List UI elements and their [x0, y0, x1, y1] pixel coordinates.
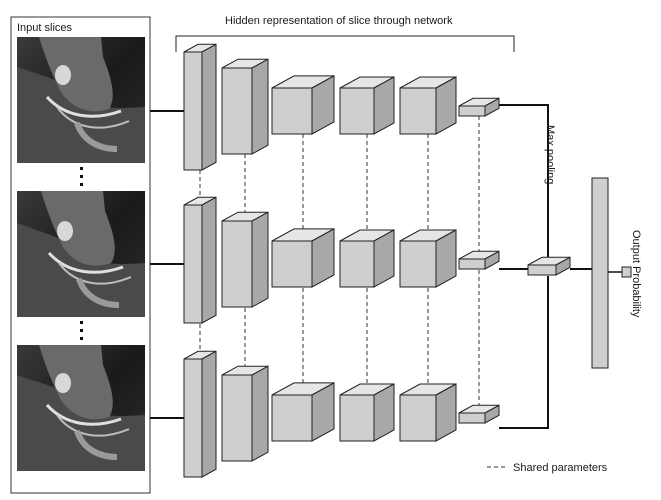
layer-row3-col6: [458, 404, 500, 424]
layer-row2-col5: [399, 229, 457, 288]
layer-row1-col1: [183, 43, 217, 171]
layer-row2-col6: [458, 250, 500, 270]
layer-row2-col2: [221, 211, 269, 308]
ellipsis-dots-1: [80, 167, 83, 186]
input-slices-label: Input slices: [17, 22, 73, 34]
layer-row1-col3: [271, 75, 335, 135]
fully-connected-layer: [591, 177, 609, 369]
layer-row3-col2: [221, 365, 269, 462]
max-pooling-label: Max pooling: [544, 125, 556, 184]
mri-slice-2: [17, 191, 145, 317]
connector-lines: [150, 104, 622, 429]
hidden-representation-label: Hidden representation of slice through n…: [225, 15, 453, 27]
layer-row3-col4: [339, 383, 395, 442]
layer-row1-col5: [399, 76, 457, 135]
pool-line-top: [499, 104, 549, 262]
mri-slice-1: [17, 37, 145, 163]
layer-row1-col6: [458, 97, 500, 117]
layer-row2-col1: [183, 196, 217, 324]
layer-row3-col5: [399, 383, 457, 442]
layer-row1-col2: [221, 58, 269, 155]
ellipsis-dots-2: [80, 321, 83, 340]
layer-row3-col1: [183, 350, 217, 478]
hidden-representation-bracket: [175, 35, 515, 52]
output-node: [621, 266, 632, 278]
output-probability-label: Output Probability: [630, 230, 642, 318]
pooled-feature-box: [527, 256, 571, 276]
layer-row2-col4: [339, 229, 395, 288]
layer-stacks: [183, 43, 632, 478]
layer-row1-col4: [339, 76, 395, 135]
shared-parameters-legend-label: Shared parameters: [513, 462, 608, 474]
mri-slice-3: [17, 345, 145, 471]
layer-row3-col3: [271, 382, 335, 442]
pool-line-bottom: [499, 276, 549, 429]
layer-row2-col3: [271, 228, 335, 288]
